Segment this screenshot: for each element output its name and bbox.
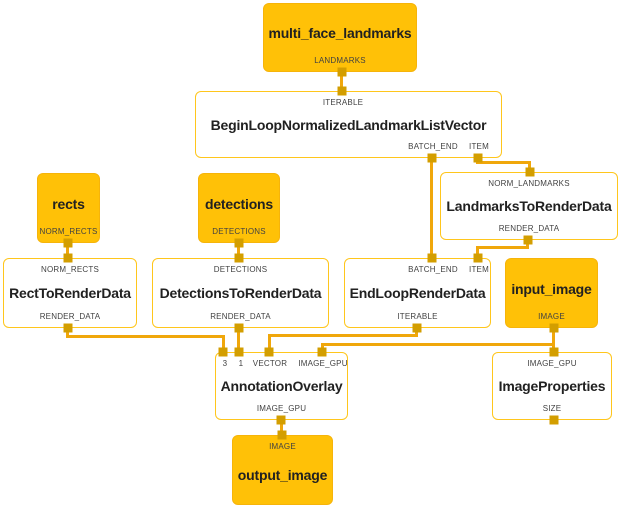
edge-item-to-normlandmarks-seg2: [476, 161, 531, 164]
node-rect-to-render-data[interactable]: NORM_RECTS RectToRenderData RENDER_DATA: [3, 258, 137, 328]
port-label-item: ITEM: [469, 265, 489, 274]
node-detections[interactable]: detections DETECTIONS: [198, 173, 280, 243]
port-label-size: SIZE: [542, 404, 562, 413]
edge-renderdata-to-item-seg1: [526, 240, 529, 249]
node-title: DetectionsToRenderData: [159, 285, 322, 301]
edge-rectrender-to-annot-seg3: [222, 335, 225, 352]
port-output-image-in: [277, 430, 287, 440]
node-output-image[interactable]: IMAGE output_image: [232, 435, 333, 505]
port-label-batch-end: BATCH_END: [408, 142, 458, 151]
port-label-landmarks: LANDMARKS: [314, 56, 366, 65]
port-label-vector: VECTOR: [252, 359, 288, 368]
node-rects[interactable]: rects NORM_RECTS: [37, 173, 100, 243]
node-title: rects: [52, 195, 85, 212]
edge-rectrender-to-annot-seg1: [66, 328, 69, 338]
port-end-loop-item-in: [473, 253, 483, 263]
port-label-render-data: RENDER_DATA: [498, 224, 560, 233]
edge-iterable-to-vector-seg3: [268, 334, 271, 352]
port-label-1: 1: [238, 359, 244, 368]
edge-renderdata-to-item-seg3: [476, 246, 479, 258]
node-title: RectToRenderData: [9, 285, 131, 301]
port-multi-face-landmarks-out: [337, 67, 347, 77]
port-label-iterable: ITERABLE: [322, 98, 364, 107]
port-label-image: IMAGE: [538, 312, 565, 321]
node-title: detections: [204, 195, 273, 212]
edge-batchend-to-batchend: [430, 158, 433, 258]
port-label-detections: DETECTIONS: [213, 265, 268, 274]
edge-detrender-to-annot: [237, 328, 240, 352]
port-label-image: IMAGE: [269, 442, 296, 451]
port-rect-to-render-out: [63, 323, 73, 333]
edge-imagegpu-to-outputimage: [280, 420, 283, 435]
port-label-item: ITEM: [469, 142, 489, 151]
node-title: multi_face_landmarks: [268, 25, 412, 42]
port-annotation-1-in: [234, 347, 244, 357]
edge-image-to-annot-seg1: [321, 343, 555, 346]
edge-image-to-imageproperties: [552, 328, 555, 352]
node-input-image[interactable]: input_image IMAGE: [505, 258, 598, 328]
node-landmarks-to-render-data[interactable]: NORM_LANDMARKS LandmarksToRenderData REN…: [440, 172, 618, 240]
port-label-batch-end: BATCH_END: [408, 265, 458, 274]
port-label-render-data: RENDER_DATA: [39, 312, 101, 321]
port-label-image-gpu-out: IMAGE_GPU: [256, 404, 307, 413]
port-label-detections: DETECTIONS: [212, 227, 266, 236]
port-rect-to-render-in: [63, 253, 73, 263]
port-label-image-gpu-in: IMAGE_GPU: [298, 359, 348, 368]
edge-rects-to-recttorender: [66, 243, 69, 258]
node-title: input_image: [511, 280, 592, 297]
edge-landmarks-to-iterable: [340, 72, 343, 91]
port-image-properties-in: [549, 347, 559, 357]
port-label-iterable: ITERABLE: [397, 312, 438, 321]
edge-iterable-to-vector-seg2: [268, 334, 418, 337]
node-title: AnnotationOverlay: [220, 378, 343, 394]
port-label-render-data: RENDER_DATA: [210, 312, 271, 321]
port-annotation-3-in: [218, 347, 228, 357]
node-image-properties[interactable]: IMAGE_GPU ImageProperties SIZE: [492, 352, 612, 420]
edge-detections-to-dettorender: [237, 243, 240, 258]
port-annotation-image-gpu-out: [276, 415, 286, 425]
port-label-norm-rects: NORM_RECTS: [40, 265, 100, 274]
node-detections-to-render-data[interactable]: DETECTIONS DetectionsToRenderData RENDER…: [152, 258, 329, 328]
node-title: ImageProperties: [498, 378, 606, 394]
edge-rectrender-to-annot-seg2: [66, 335, 225, 338]
edge-iterable-to-vector-seg1: [415, 328, 418, 337]
port-image-properties-size-out: [549, 415, 559, 425]
port-input-image-out: [549, 323, 559, 333]
port-label-3: 3: [222, 359, 228, 368]
port-begin-loop-item-out: [473, 153, 483, 163]
port-label-image-gpu: IMAGE_GPU: [527, 359, 577, 368]
port-detections-to-render-in: [234, 253, 244, 263]
port-annotation-image-gpu-in: [317, 347, 327, 357]
node-title: EndLoopRenderData: [349, 285, 486, 301]
port-detections-to-render-out: [234, 323, 244, 333]
port-annotation-vector-in: [264, 347, 274, 357]
node-title: LandmarksToRenderData: [446, 198, 612, 214]
port-begin-loop-batch-end-out: [427, 153, 437, 163]
port-end-loop-batch-end-in: [427, 253, 437, 263]
port-landmarks-render-data-out: [523, 235, 533, 245]
node-annotation-overlay[interactable]: 3 1 VECTOR IMAGE_GPU AnnotationOverlay I…: [215, 352, 348, 420]
port-landmarks-norm-landmarks-in: [525, 167, 535, 177]
node-title: BeginLoopNormalizedLandmarkListVector: [210, 116, 487, 133]
port-begin-loop-iterable-in: [337, 86, 347, 96]
node-title: output_image: [237, 467, 328, 484]
node-begin-loop-normalized-landmark-list-vector[interactable]: ITERABLE BeginLoopNormalizedLandmarkList…: [195, 91, 502, 158]
port-label-norm-rects: NORM_RECTS: [39, 227, 98, 236]
port-label-norm-landmarks: NORM_LANDMARKS: [488, 179, 570, 188]
port-end-loop-iterable-out: [412, 323, 422, 333]
node-multi-face-landmarks[interactable]: multi_face_landmarks LANDMARKS: [263, 3, 417, 72]
edge-renderdata-to-item-seg2: [476, 246, 529, 249]
port-detections-out: [234, 238, 244, 248]
node-end-loop-render-data[interactable]: BATCH_END ITEM EndLoopRenderData ITERABL…: [344, 258, 491, 328]
edge-item-to-normlandmarks-seg3: [528, 161, 531, 172]
port-rects-out: [63, 238, 73, 248]
